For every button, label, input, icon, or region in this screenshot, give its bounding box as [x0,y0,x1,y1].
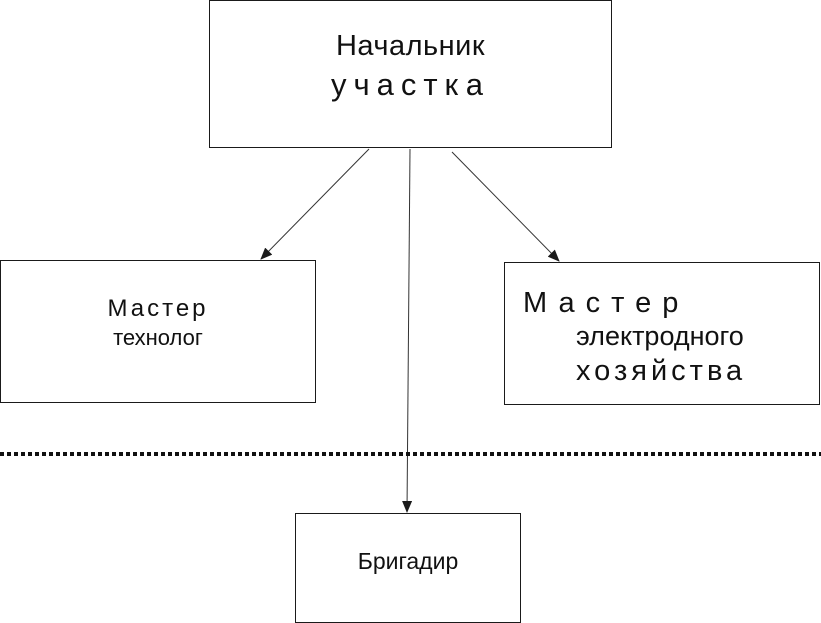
arrow-chief-to-foreman [402,148,413,513]
connectors-layer [0,148,821,513]
chief-label-line1: Начальник [335,30,486,62]
master-technologist-box: Мастер технолог [0,260,316,403]
chief-label-line2: участка [330,67,491,102]
foreman-box: Бригадир [295,513,521,623]
chief-box: Начальник участка [209,0,612,148]
master-electrode-label-line1: Мастер [523,287,690,319]
master-technologist-label-line1: Мастер [107,295,209,322]
master-technologist-label-line2: технолог [113,325,203,350]
foreman-label: Бригадир [357,548,459,574]
arrow-chief-to-elec [451,151,560,262]
arrow-chief-to-tech [260,148,370,260]
master-electrode-label-line2: электродного [576,321,744,351]
master-electrode-box: Мастер электродного хозяйства [504,262,820,405]
master-electrode-label-line3: хозяйства [576,355,747,387]
